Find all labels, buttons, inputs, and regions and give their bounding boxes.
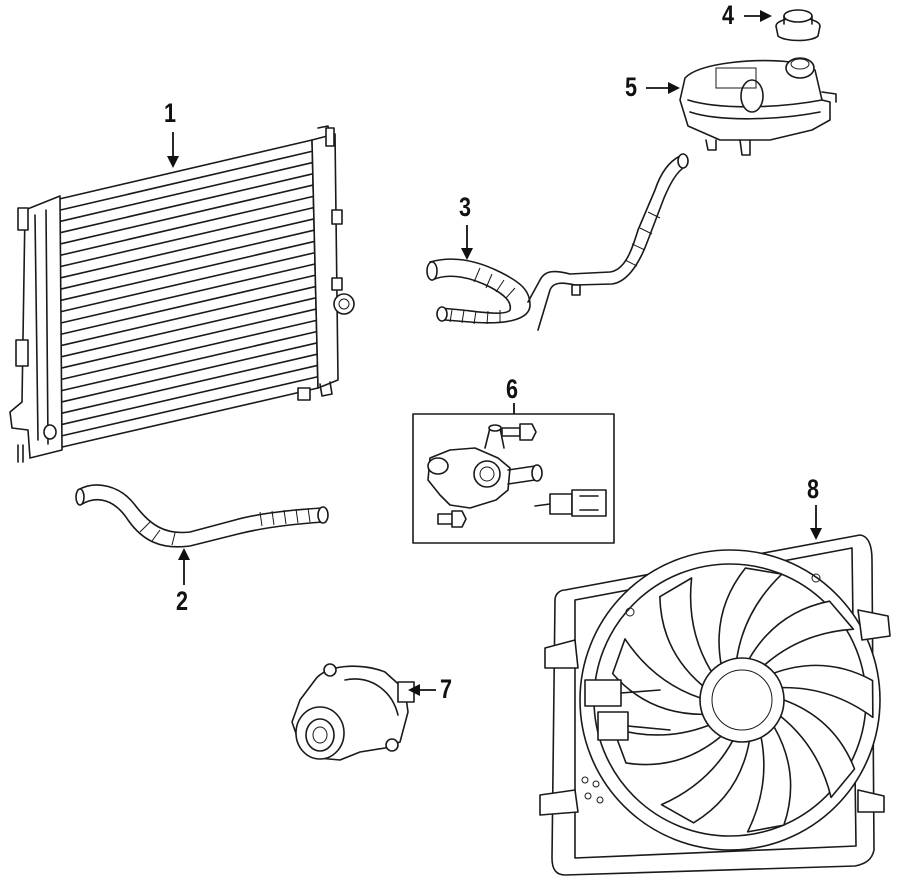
callout-2: 2	[176, 586, 189, 616]
radiator-fin	[55, 251, 316, 314]
radiator-fin	[56, 319, 318, 382]
radiator-fin	[54, 173, 314, 235]
fan-blade	[718, 567, 783, 665]
callout-5: 5	[625, 72, 638, 102]
callout-4: 4	[722, 0, 735, 30]
coolant-reservoir	[679, 57, 837, 156]
radiator-fin	[57, 375, 319, 438]
radiator-fin	[54, 161, 314, 224]
callout-3: 3	[459, 192, 472, 222]
reservoir-cap	[775, 9, 821, 42]
callout-6: 6	[506, 374, 519, 404]
radiator-fin	[55, 274, 317, 337]
radiator-fin	[55, 240, 316, 303]
fan-blade	[611, 638, 704, 716]
fan-blade	[779, 699, 856, 799]
radiator-fin	[55, 206, 315, 269]
radiator-fin	[54, 195, 315, 258]
leader-lines	[167, 10, 822, 696]
fan-blade	[612, 724, 722, 766]
radiator-fin	[56, 353, 318, 415]
radiator-fin	[55, 285, 317, 348]
fan-blade	[748, 600, 855, 666]
radiator-fin	[54, 184, 314, 246]
fan-blade	[660, 740, 751, 824]
radiator-fin	[56, 308, 317, 370]
radiator-fin	[54, 150, 314, 213]
fan-module	[539, 534, 891, 876]
radiator-fin	[55, 229, 315, 291]
callout-8: 8	[807, 474, 820, 504]
radiator-fin	[56, 342, 318, 404]
fan-blade	[659, 577, 713, 687]
radiator-fin	[55, 218, 315, 280]
callout-1: 1	[164, 98, 177, 128]
radiator-fin	[55, 263, 316, 325]
radiator-fin	[56, 330, 318, 393]
upper-hose	[426, 153, 689, 331]
callout-7: 7	[440, 674, 453, 704]
water-pump	[291, 663, 415, 761]
radiator-fin	[56, 297, 317, 359]
thermostat-assembly	[412, 413, 615, 544]
lower-hose	[75, 484, 329, 548]
fan-blade	[746, 726, 792, 833]
radiator	[9, 125, 355, 463]
fan-blade	[773, 664, 874, 719]
radiator-fin	[56, 364, 319, 427]
